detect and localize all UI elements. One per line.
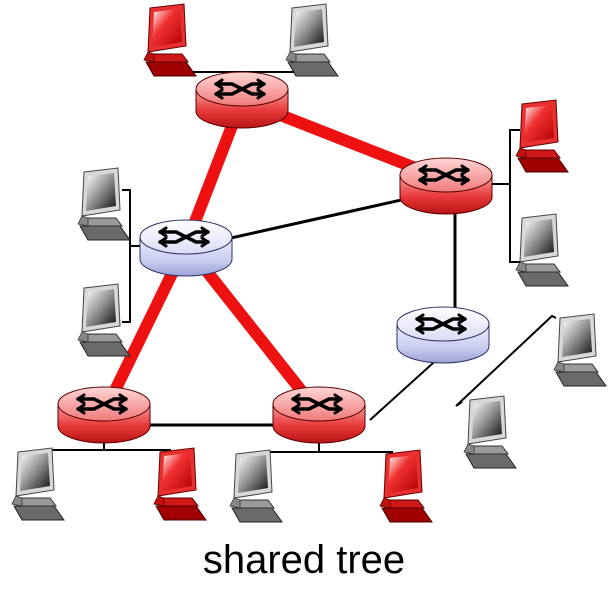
wire-far-hosts: [455, 314, 557, 407]
host-bm-1: [229, 449, 283, 523]
host-right-2: [515, 213, 569, 287]
host-far-1: [553, 313, 607, 387]
router-top: [194, 70, 290, 130]
host-top-1: [143, 3, 197, 77]
host-bl-2: [153, 447, 207, 521]
router-right: [398, 156, 494, 216]
host-right-1: [515, 99, 569, 173]
wire-bl-hosts: [45, 449, 171, 460]
wire-right-hosts: [509, 129, 520, 263]
wire-left-hosts: [122, 189, 131, 323]
host-far-2: [463, 395, 517, 469]
router-midright: [395, 305, 491, 365]
router-left: [138, 218, 234, 278]
wire-bm-hosts: [261, 451, 393, 462]
diagram-caption: shared tree: [202, 538, 406, 582]
host-left-1: [77, 167, 131, 241]
host-left-2: [77, 283, 131, 357]
router-bottommid: [271, 385, 367, 445]
host-bl-1: [11, 447, 65, 521]
host-top-2: [285, 3, 339, 77]
router-bottomleft: [56, 385, 152, 445]
host-bm-2: [379, 449, 433, 523]
wire-top-hosts: [179, 56, 304, 73]
wire-far-router: [369, 353, 444, 421]
